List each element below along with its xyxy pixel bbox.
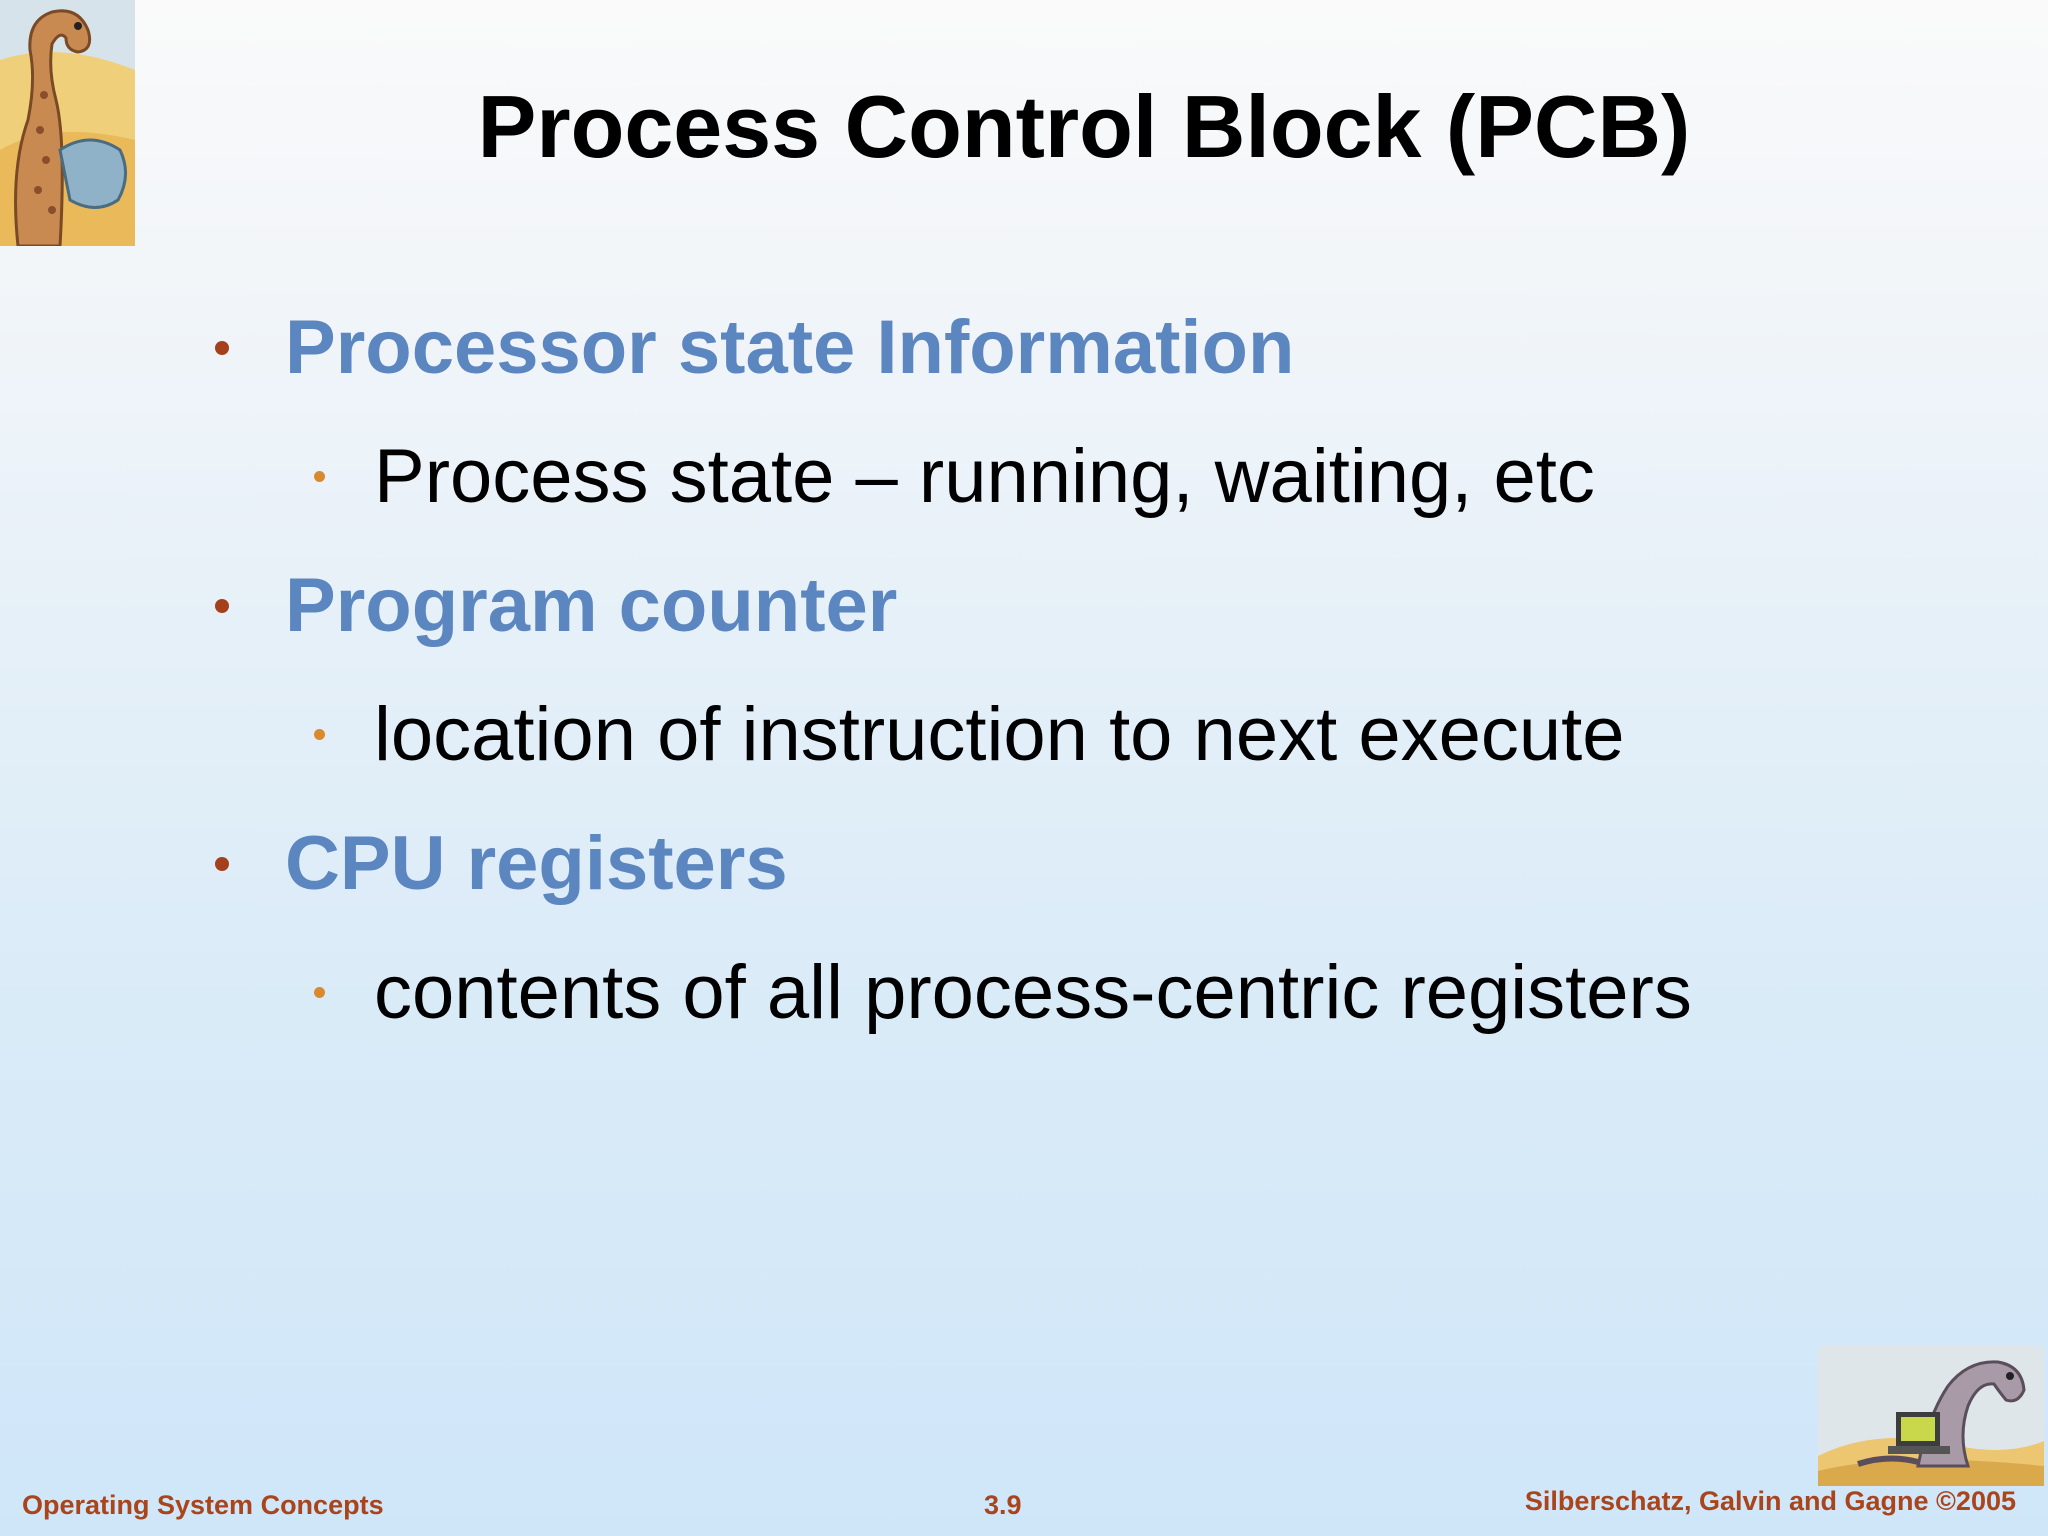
bullet-marker <box>314 471 325 482</box>
bullet-item-instruction-location: location of instruction to next execute <box>314 685 1625 785</box>
bullet-item-process-state: Process state – running, waiting, etc <box>314 427 1595 527</box>
footer-slide-number: 3.9 <box>984 1490 1022 1520</box>
bullet-item-cpu-registers: CPU registers <box>215 814 788 914</box>
bullet-marker <box>215 599 229 613</box>
dinosaur-reading-logo-icon <box>0 0 135 246</box>
bullet-text: Process state – running, waiting, etc <box>374 434 1595 519</box>
bullet-text: contents of all process-centric register… <box>374 950 1692 1035</box>
bullet-item-register-contents: contents of all process-centric register… <box>314 943 1692 1043</box>
footer-book-title: Operating System Concepts <box>22 1490 384 1520</box>
dinosaur-laptop-logo-icon <box>1818 1346 2044 1486</box>
bullet-marker <box>314 729 325 740</box>
bullet-marker <box>314 987 325 998</box>
footer-authors: Silberschatz, Galvin and Gagne ©2005 <box>1524 1486 2016 1516</box>
bullet-marker <box>215 857 229 871</box>
bullet-item-processor-state: Processor state Information <box>215 298 1295 398</box>
bullet-text: Processor state Information <box>285 305 1295 390</box>
bullet-text: CPU registers <box>285 821 788 906</box>
bullet-text: location of instruction to next execute <box>374 692 1625 777</box>
bullet-text: Program counter <box>285 563 898 648</box>
bullet-list: Processor state Information Process stat… <box>215 298 1692 1043</box>
bullet-marker <box>215 341 229 355</box>
bullet-item-program-counter: Program counter <box>215 556 898 656</box>
slide-title: Process Control Block (PCB) <box>477 77 1691 176</box>
